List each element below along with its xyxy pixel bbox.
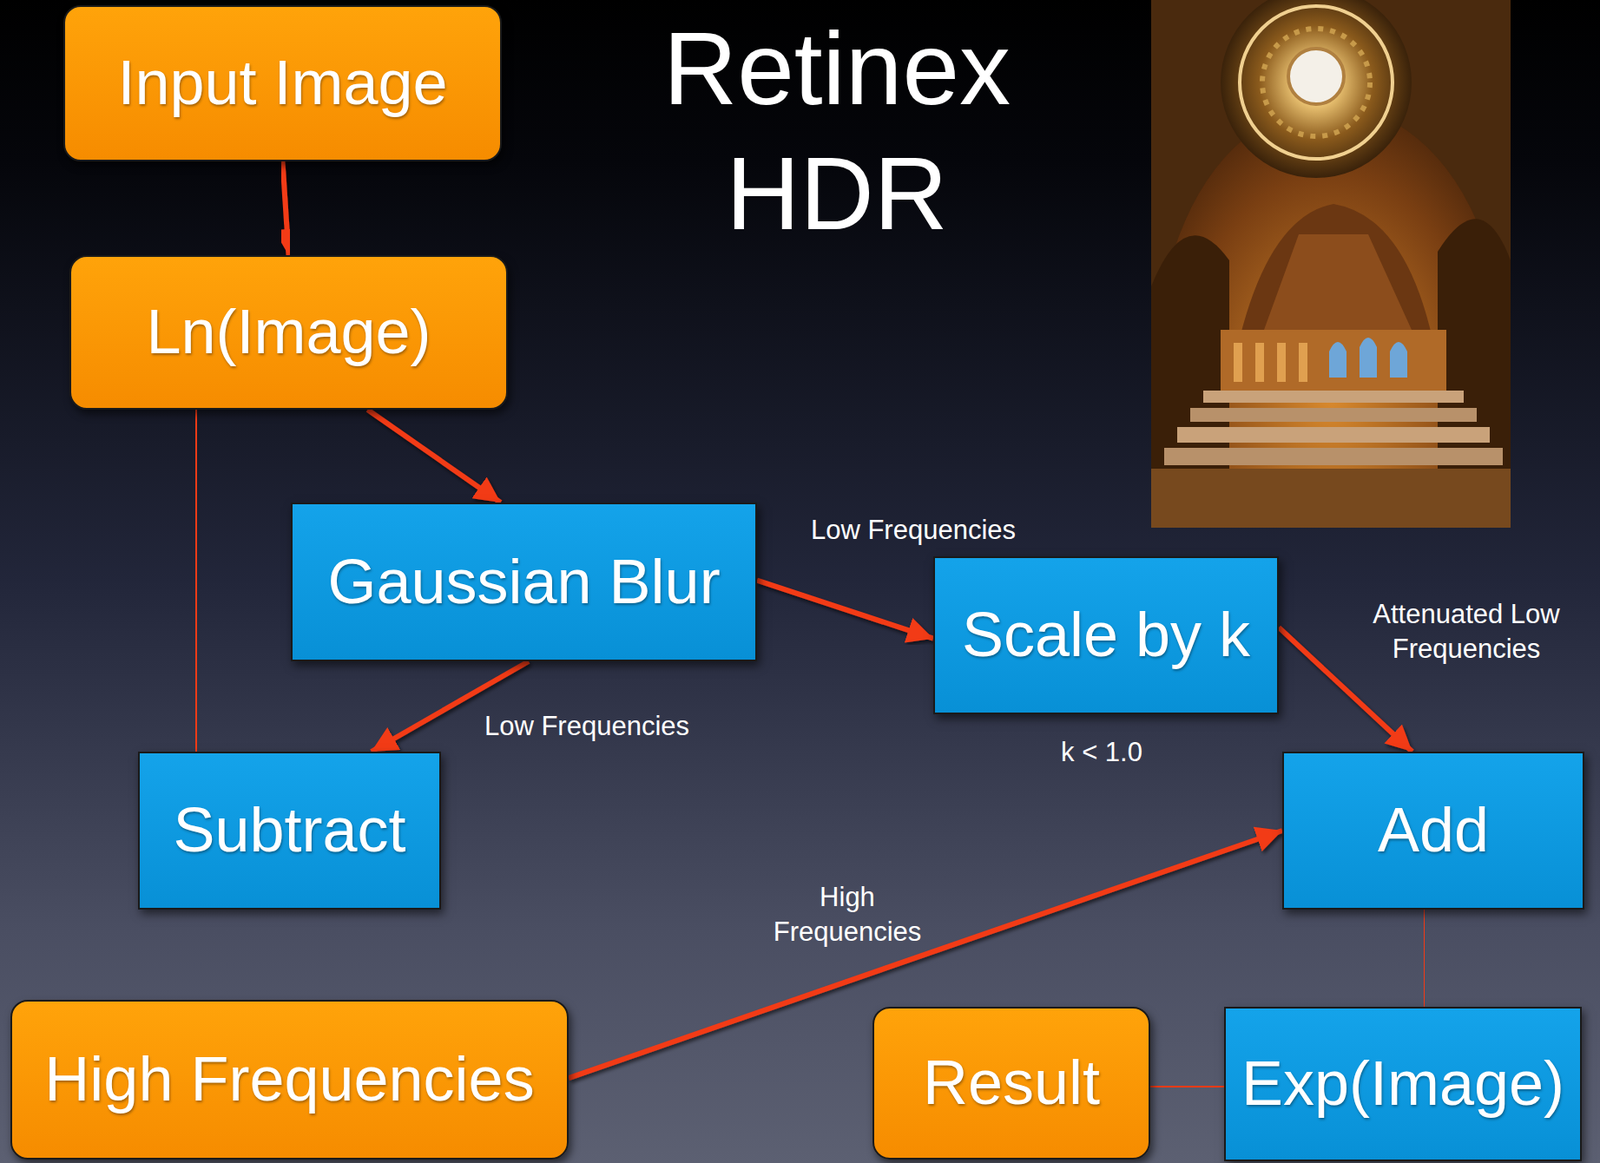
flow-arrow	[1422, 909, 1428, 1008]
flow-arrow	[283, 161, 290, 256]
data-box: Result	[872, 1007, 1151, 1160]
box-label: Result	[922, 1048, 1100, 1118]
box-label: Scale by k	[961, 600, 1251, 670]
flow-arrow	[1150, 1086, 1225, 1088]
box-label: Add	[1377, 796, 1489, 865]
cathedral-photo	[1151, 0, 1511, 528]
box-label: Subtract	[172, 796, 406, 865]
box-label: Ln(Image)	[145, 297, 431, 367]
flow-arrow	[1278, 627, 1413, 752]
flow-arrow	[757, 580, 934, 639]
box-label: Exp(Image)	[1241, 1049, 1565, 1119]
edge-label: High Frequencies	[760, 880, 935, 951]
box-label: Input Image	[117, 48, 448, 118]
process-box: Scale by k	[933, 556, 1279, 715]
data-box: Ln(Image)	[69, 255, 508, 410]
process-box: Subtract	[138, 751, 442, 910]
edge-label: Low Frequencies	[456, 709, 718, 745]
flow-arrow	[367, 409, 501, 503]
edge-label: Low Frequencies	[783, 513, 1044, 548]
diagram-title: Retinex HDR	[602, 6, 1072, 257]
process-box: Gaussian Blur	[290, 502, 758, 662]
flow-arrow	[195, 409, 197, 752]
process-box: Add	[1282, 751, 1585, 910]
note-label: k < 1.0	[1060, 735, 1143, 771]
box-label: High Frequencies	[44, 1045, 534, 1114]
box-label: Gaussian Blur	[327, 547, 720, 617]
flow-arrow	[287, 909, 293, 1001]
data-box: Input Image	[63, 5, 502, 162]
process-box: Exp(Image)	[1224, 1007, 1582, 1162]
edge-label: Attenuated Low Frequencies	[1349, 597, 1584, 668]
data-box: High Frequencies	[10, 1000, 569, 1160]
